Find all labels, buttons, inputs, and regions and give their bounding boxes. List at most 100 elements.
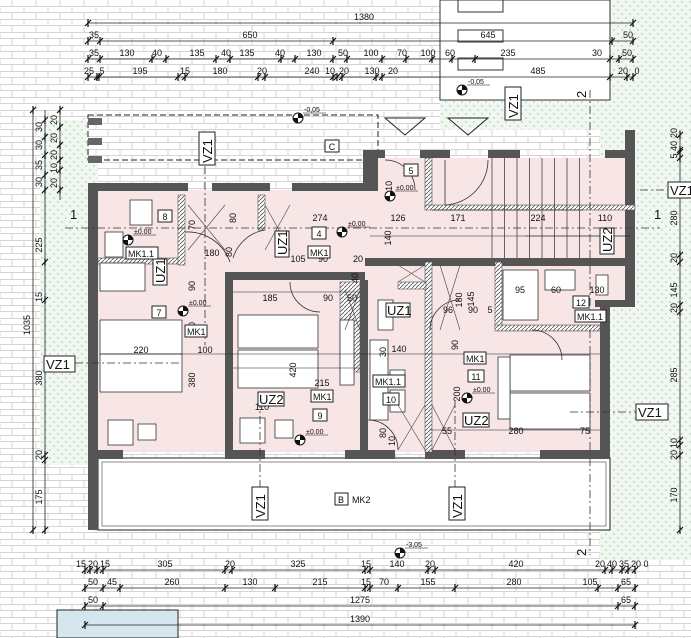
room-tag-8: 8	[162, 212, 167, 222]
label-mk2: MK2	[352, 495, 371, 505]
room-tag-12: 12	[576, 298, 586, 308]
dimension-tick-icon	[261, 73, 269, 81]
left-dim-label: 20	[49, 178, 59, 188]
level-label: ±0.00	[134, 229, 152, 236]
dimension-tick-icon	[86, 566, 94, 574]
label-mk1: MK1	[310, 248, 329, 258]
right-dim-label: 280	[669, 210, 679, 225]
dimension-tick-icon	[343, 55, 351, 63]
room-tag-c: C	[329, 142, 336, 152]
interior-dim-label: 280	[508, 426, 523, 436]
dimension-tick-icon	[41, 151, 49, 159]
dimension-tick-icon	[99, 602, 107, 610]
level-label: -0,05	[468, 79, 484, 86]
dimension-tick-icon	[99, 584, 107, 592]
bottom-dim-label: 20	[425, 559, 435, 569]
bottom-dim-label: 305	[157, 559, 172, 569]
dimension-tick-icon	[601, 566, 609, 574]
level-marker-icon: -3,05	[394, 542, 428, 559]
top-dim-label: 35	[89, 48, 99, 58]
interior-dim-label: 80	[378, 428, 388, 438]
bottom-dim-label: 20	[225, 559, 235, 569]
dimension-tick-icon	[56, 156, 64, 164]
top-dim-label: 50	[623, 30, 633, 40]
interior-dim-label: 110	[255, 402, 269, 412]
level-marker-icon: -0,05	[456, 79, 490, 96]
dimension-tick-icon	[624, 566, 632, 574]
label-mk1: MK1	[313, 392, 332, 402]
dimension-tick-icon	[606, 55, 614, 63]
dimension-tick-icon	[676, 526, 684, 534]
label-mk1-1: MK1.1	[577, 312, 603, 322]
level-label: ±0.00	[396, 185, 414, 192]
skylight-symbols	[383, 117, 490, 136]
level-marker-icon: ±0.00	[461, 387, 495, 404]
interior-dim-label: 105	[290, 254, 305, 264]
label-uz2: UZ2	[464, 413, 489, 428]
dimension-tick-icon	[676, 154, 684, 162]
dimension-tick-icon	[676, 308, 684, 316]
dimension-tick-icon	[676, 251, 684, 259]
dimension-tick-icon	[366, 584, 374, 592]
dimension-tick-icon	[608, 566, 616, 574]
interior-dim-label: 180	[454, 292, 464, 307]
shower	[502, 269, 539, 321]
dimension-lines	[29, 19, 684, 629]
room-tag-11: 11	[471, 372, 480, 382]
dimension-tick-icon	[181, 73, 189, 81]
left-dim-label: 175	[34, 489, 44, 504]
dimension-tick-icon	[615, 55, 623, 63]
dimension-tick-icon	[84, 55, 92, 63]
interior-dim-label: 420	[288, 362, 298, 377]
bed	[509, 392, 591, 430]
label-vz1: VZ1	[638, 405, 662, 420]
dimension-tick-icon	[96, 37, 104, 45]
dimension-tick-icon	[228, 566, 236, 574]
dimension-tick-icon	[29, 526, 37, 534]
dimension-tick-icon	[212, 55, 220, 63]
dimension-tick-icon	[394, 584, 402, 592]
top-dim-label: 5	[99, 66, 104, 76]
door-swings	[184, 159, 563, 451]
dimension-tick-icon	[329, 55, 337, 63]
dimension-tick-icon	[41, 258, 49, 266]
level-marker-icon: ±0.00	[384, 185, 418, 202]
dimension-tick-icon	[41, 456, 49, 464]
interior-dim-label: 130	[589, 285, 604, 295]
label-vz1: VZ1	[670, 183, 691, 198]
bottom-dim-label: 45	[107, 577, 117, 587]
dimension-tick-icon	[81, 566, 89, 574]
interior-dim-label: 20	[353, 254, 363, 264]
interior-dim-label: 96	[443, 305, 453, 315]
dimension-tick-icon	[291, 55, 299, 63]
interior-dim-label: 40	[350, 273, 360, 283]
right-dim-label: 20	[669, 128, 679, 138]
dimension-tick-icon	[41, 116, 49, 124]
top-dim-label: 485	[530, 66, 545, 76]
bottom-dim-label: 65	[621, 577, 631, 587]
label-uz1: UZ1	[153, 258, 168, 283]
left-dim-label: 30	[34, 140, 44, 150]
bottom-dim-label: 15	[76, 559, 86, 569]
top-dim-label: 645	[480, 30, 495, 40]
dimension-tick-icon	[361, 584, 369, 592]
dimension-tick-icon	[96, 55, 104, 63]
right-dim-label: 20	[669, 253, 679, 263]
level-marker-icon: ±0.00	[336, 221, 370, 238]
interior-dim-label: 224	[530, 213, 545, 223]
label-uz1: UZ1	[387, 303, 412, 318]
interior-dim-label: 95	[515, 285, 525, 295]
dimension-tick-icon	[148, 55, 156, 63]
exterior-walls	[88, 130, 635, 530]
top-dim-label: 30	[592, 48, 602, 58]
right-dim-label: 40	[669, 141, 679, 151]
dimension-tick-icon	[631, 602, 639, 610]
label-vz1: VZ1	[200, 139, 215, 163]
top-dim-label: 1380	[354, 12, 374, 22]
dimension-tick-icon	[84, 73, 92, 81]
top-dim-label: 240	[304, 66, 319, 76]
top-dim-label: 20	[618, 66, 628, 76]
dimension-tick-icon	[333, 73, 341, 81]
interior-dim-label: 110	[384, 181, 394, 195]
interior-dim-label: 5	[487, 305, 492, 315]
